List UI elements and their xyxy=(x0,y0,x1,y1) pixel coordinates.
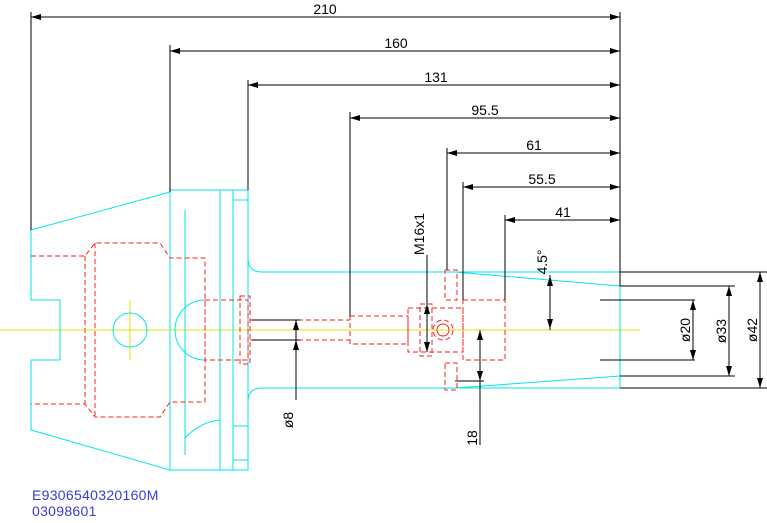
holder-outline xyxy=(30,189,621,471)
dim-61: 61 xyxy=(526,137,542,153)
dimension-lines xyxy=(30,12,767,445)
dim-dia-8: ø8 xyxy=(280,412,296,429)
dim-thread-m16x1: M16x1 xyxy=(411,213,427,255)
part-number: 03098601 xyxy=(32,503,97,519)
dim-41: 41 xyxy=(555,204,571,220)
dim-angle-4-5: 4.5° xyxy=(534,249,550,274)
dim-55-5: 55.5 xyxy=(528,171,555,187)
dim-dia-42: ø42 xyxy=(744,318,760,342)
dim-95-5: 95.5 xyxy=(471,102,498,118)
hidden-detail xyxy=(436,323,450,337)
dim-dia-20: ø20 xyxy=(677,318,693,342)
centerline xyxy=(0,300,640,360)
arrowheads xyxy=(31,14,763,388)
dim-131: 131 xyxy=(424,69,448,85)
dim-160: 160 xyxy=(384,35,408,51)
dim-depth-18: 18 xyxy=(464,430,480,446)
dim-210: 210 xyxy=(313,1,337,17)
dim-dia-33: ø33 xyxy=(713,319,729,343)
part-code: E9306540320160M xyxy=(32,487,159,503)
